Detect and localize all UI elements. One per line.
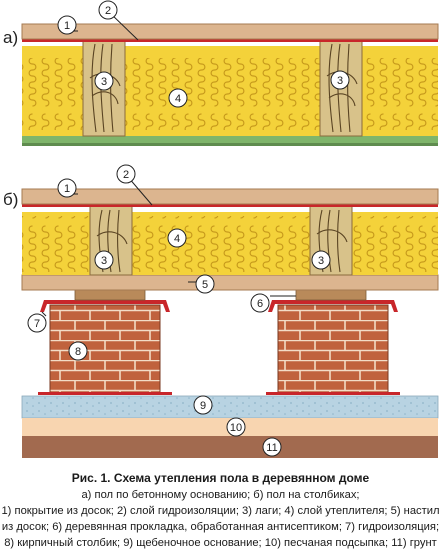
floor-insulation-diagram: а) 1 2 3 3 4 б) [3,0,439,458]
svg-text:1: 1 [64,20,70,32]
caption-legend-line: 8) кирпичный столбик; 9) щебеночное осно… [4,537,437,549]
svg-text:11: 11 [266,442,277,454]
figure-caption: Рис. 1. Схема утепления пола в деревянно… [0,470,441,551]
svg-text:3: 3 [318,255,324,267]
pillar-waterproofing-right [268,300,398,312]
callout-9 [193,395,213,415]
callout-3-a-right [330,70,350,90]
wooden-pad-left [74,289,146,301]
wooden-pad-right [295,289,367,301]
subfloor-planks [21,274,439,291]
pillar-base-wp-left [38,392,172,395]
callout-5 [195,274,215,294]
callout-1-a [57,15,77,35]
section-b-board-cover [21,188,439,205]
svg-text:2: 2 [123,169,129,181]
ground-layer [22,436,438,458]
callout-1-b [57,178,77,198]
caption-subtitle: а) пол по бетонному основанию; б) пол на… [81,489,360,501]
section-b-label: б) [3,190,18,209]
svg-text:4: 4 [174,233,180,245]
section-a-base-stripe [22,143,438,146]
callout-3-b-left [94,250,114,270]
section-a-label: а) [3,28,18,47]
section-b-insulation-waves [22,216,438,272]
svg-text:5: 5 [202,279,208,291]
svg-text:2: 2 [105,5,111,17]
caption-title: Рис. 1. Схема утепления пола в деревянно… [71,471,370,485]
callout-8 [68,341,88,361]
callout-2-b [116,164,136,184]
caption-legend-line: из досок; 6) деревянная прокладка, обраб… [1,521,440,533]
callout-4-b [167,228,187,248]
svg-text:3: 3 [101,255,107,267]
svg-text:6: 6 [257,298,263,310]
callout-7 [27,313,47,333]
callout-3-a-left [94,71,114,91]
svg-text:3: 3 [337,75,343,87]
svg-text:9: 9 [200,400,206,412]
pillar-base-wp-right [266,392,400,395]
callout-4-a [168,88,188,108]
section-a-board-cover [21,23,439,40]
svg-text:3: 3 [101,76,107,88]
callout-10 [226,417,246,437]
gravel-layer [21,395,439,419]
callout-2-a [98,0,118,20]
svg-text:7: 7 [34,318,40,330]
section-b-waterproofing [22,204,438,207]
pillar-waterproofing-left [40,300,170,312]
section-a-waterproofing [22,39,438,42]
svg-text:4: 4 [175,93,181,105]
svg-text:10: 10 [230,422,242,434]
svg-text:1: 1 [64,183,70,195]
callout-11 [262,437,282,457]
callout-3-b-right [311,250,331,270]
svg-text:8: 8 [75,346,81,358]
section-a-concrete-base [22,136,438,144]
caption-legend-line: 1) покрытие из досок; 2) слой гидроизоля… [1,505,440,517]
brick-pillar-left [49,304,161,394]
callout-6 [250,293,270,313]
brick-pillar-right [277,304,389,394]
